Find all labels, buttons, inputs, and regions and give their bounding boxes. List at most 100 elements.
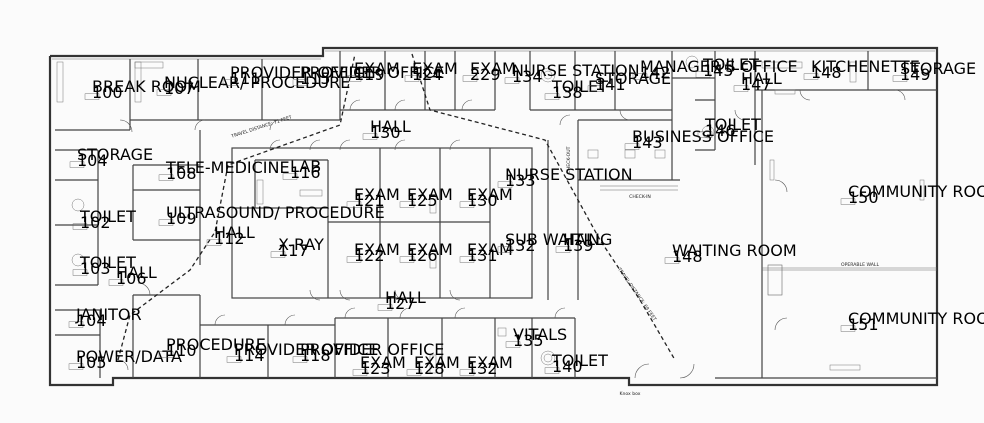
room-label-exam-125: EXAM125 [407,185,453,210]
room-name: EXAM [412,59,458,78]
room-name: BUSINESS OFFICE [632,127,774,146]
room-number-box [664,257,680,264]
room-name: STORAGE [77,145,153,164]
room-number: 146 [705,121,736,140]
room-name: BREAK ROOM [92,77,201,96]
room-number-box [399,201,415,208]
room-name: HALL [563,230,604,249]
room-number: 149 [900,65,931,84]
room-name: PROVIDER OFFICE [300,63,444,82]
room-name: TOILET [79,207,136,226]
room-number-box [840,198,856,205]
interior-walls [55,51,937,379]
room-label-community-room-150: COMMUNITY ROOM150 [848,182,984,207]
room-number-box [362,133,378,140]
room-number-box [158,219,174,226]
room-label-break-room: BREAK ROOM100 [92,77,201,102]
room-label-storage-149: STORAGE149 [900,59,976,84]
room-number: 102 [80,213,111,232]
room-number-box [459,201,475,208]
room-name: POWER/DATA [76,347,182,366]
room-number-box [84,93,100,100]
room-number-box [624,143,640,150]
room-number: 134 [512,67,543,86]
room-number-box [497,181,513,188]
room-label-lab: LAB116 [290,157,321,182]
room-label-waiting-room: WAITING ROOM148 [672,241,797,266]
room-number-box [840,325,856,332]
room-number: 143 [632,133,663,152]
room-number-box [108,279,124,286]
room-name: TOILET [551,351,608,370]
room-number-box [555,246,571,253]
room-number-box [352,369,368,376]
room-number: 142 [640,63,671,82]
room-label-tele-medicine: TELE-MEDICINE108 [165,158,290,183]
room-label-business-office: BUSINESS OFFICE143 [632,127,774,152]
room-number: 119 [354,65,385,84]
room-number: 112 [214,229,245,248]
room-number: 115 [300,69,331,88]
room-number-box [459,256,475,263]
room-number: 127 [385,294,416,313]
room-name: HALL [370,117,411,136]
room-number-box [158,351,174,358]
room-name: EXAM [360,353,406,372]
room-number: 148 [672,247,703,266]
room-number: 132 [505,236,536,255]
room-label-sub-waiting: SUB WAITING132 [505,230,612,255]
travel-distance-top-label: TRAVEL DISTANCE: 71 FEET [230,114,293,140]
room-name: NURSE STATION [512,61,640,80]
room-label-community-room-151: COMMUNITY ROOM151 [848,309,984,334]
room-number-box [399,256,415,263]
room-name: EXAM [354,185,400,204]
room-number: 138 [552,83,583,102]
room-number-box [695,71,711,78]
room-number-box [68,321,84,328]
room-number: 108 [166,164,197,183]
room-label-power-data: POWER/DATA105 [76,347,182,372]
check-out-label: CHECK-OUT [566,146,572,173]
room-label-exam-121: EXAM121 [354,185,400,210]
room-number-box [292,79,308,86]
room-number-box [544,93,560,100]
room-number-box [505,341,521,348]
room-label-exam-128: EXAM128 [414,353,460,378]
room-number-box [504,77,520,84]
room-number-box [892,75,908,82]
room-label-managers-office: MANAGER'S OFFICE142 [640,57,798,82]
room-name: COMMUNITY ROOM [848,182,984,201]
room-number: 128 [414,359,445,378]
room-label-ultrasound: ULTRASOUND/ PROCEDURE109 [166,203,385,228]
room-label-exam-130: EXAM130 [467,185,513,210]
room-name: EXAM [407,185,453,204]
room-label-hall-127: HALL127 [385,288,426,313]
room-number-box [497,246,513,253]
room-number-box [697,131,713,138]
room-number: 151 [848,315,879,334]
fixtures [56,55,925,374]
room-number-box [377,304,393,311]
room-number-box [587,85,603,92]
room-number: 114 [234,346,265,365]
room-number-box [404,75,420,82]
room-number-box [68,363,84,370]
room-name: VITALS [513,325,567,344]
room-name: EXAM [407,240,453,259]
room-number: 111 [230,69,261,88]
room-name: HALL [116,263,157,282]
room-number-box [803,73,819,80]
room-name: PROVIDER OFFICE [300,340,444,359]
room-number: 107 [164,79,195,98]
room-name: HALL [741,69,782,88]
room-number: 117 [278,241,309,260]
room-name: SUB WAITING [505,230,612,249]
exterior-walls [48,46,939,387]
room-number: 148 [811,63,842,82]
room-number: 125 [407,191,438,210]
room-number: 122 [354,246,385,265]
room-number: 100 [92,83,123,102]
room-number: 150 [848,188,879,207]
